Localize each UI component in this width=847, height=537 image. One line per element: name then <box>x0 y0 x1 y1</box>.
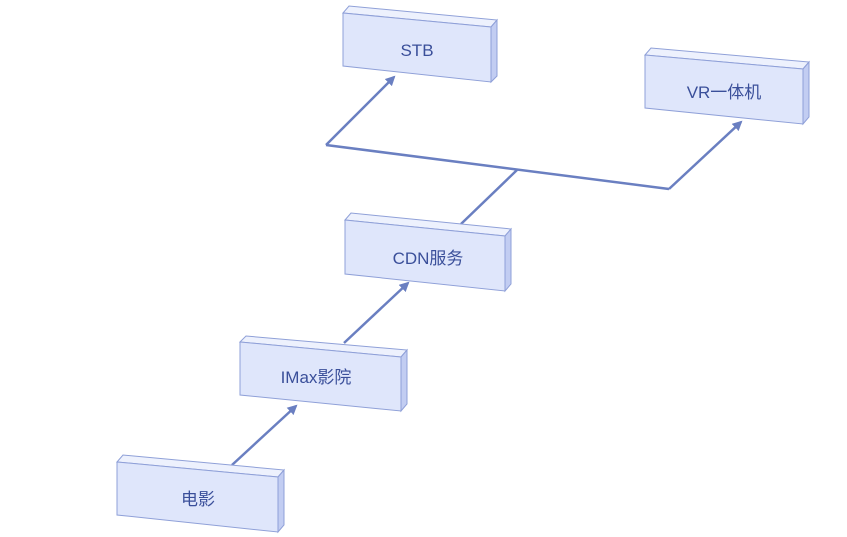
node-side <box>400 348 408 413</box>
node-imax: IMax影院 <box>238 335 409 413</box>
node-movie: 电影 <box>115 454 286 534</box>
node-label-stb: STB <box>400 41 433 60</box>
connectors <box>231 75 743 466</box>
node-face <box>644 54 804 125</box>
edge-bus-to-vr <box>668 120 743 190</box>
edge-bus-to-stb <box>325 75 396 146</box>
node-vr: VR一体机 <box>643 47 811 126</box>
edge-cdn-to-bus <box>460 169 518 225</box>
node-label-cdn: CDN服务 <box>393 249 464 268</box>
node-side <box>802 60 810 126</box>
node-stb: STB <box>341 5 499 84</box>
node-face <box>239 341 402 412</box>
node-label-movie: 电影 <box>181 490 215 509</box>
node-side <box>490 18 498 84</box>
edge-imax-to-cdn <box>343 281 410 344</box>
edge-bus <box>325 143 670 191</box>
node-face <box>342 12 492 83</box>
edge-movie-to-imax <box>231 404 298 466</box>
node-side <box>277 468 285 534</box>
node-face <box>344 219 506 292</box>
node-cdn: CDN服务 <box>343 212 513 293</box>
node-side <box>504 227 512 293</box>
node-face <box>116 461 279 533</box>
node-label-vr: VR一体机 <box>687 83 762 102</box>
node-label-imax: IMax影院 <box>281 368 352 387</box>
